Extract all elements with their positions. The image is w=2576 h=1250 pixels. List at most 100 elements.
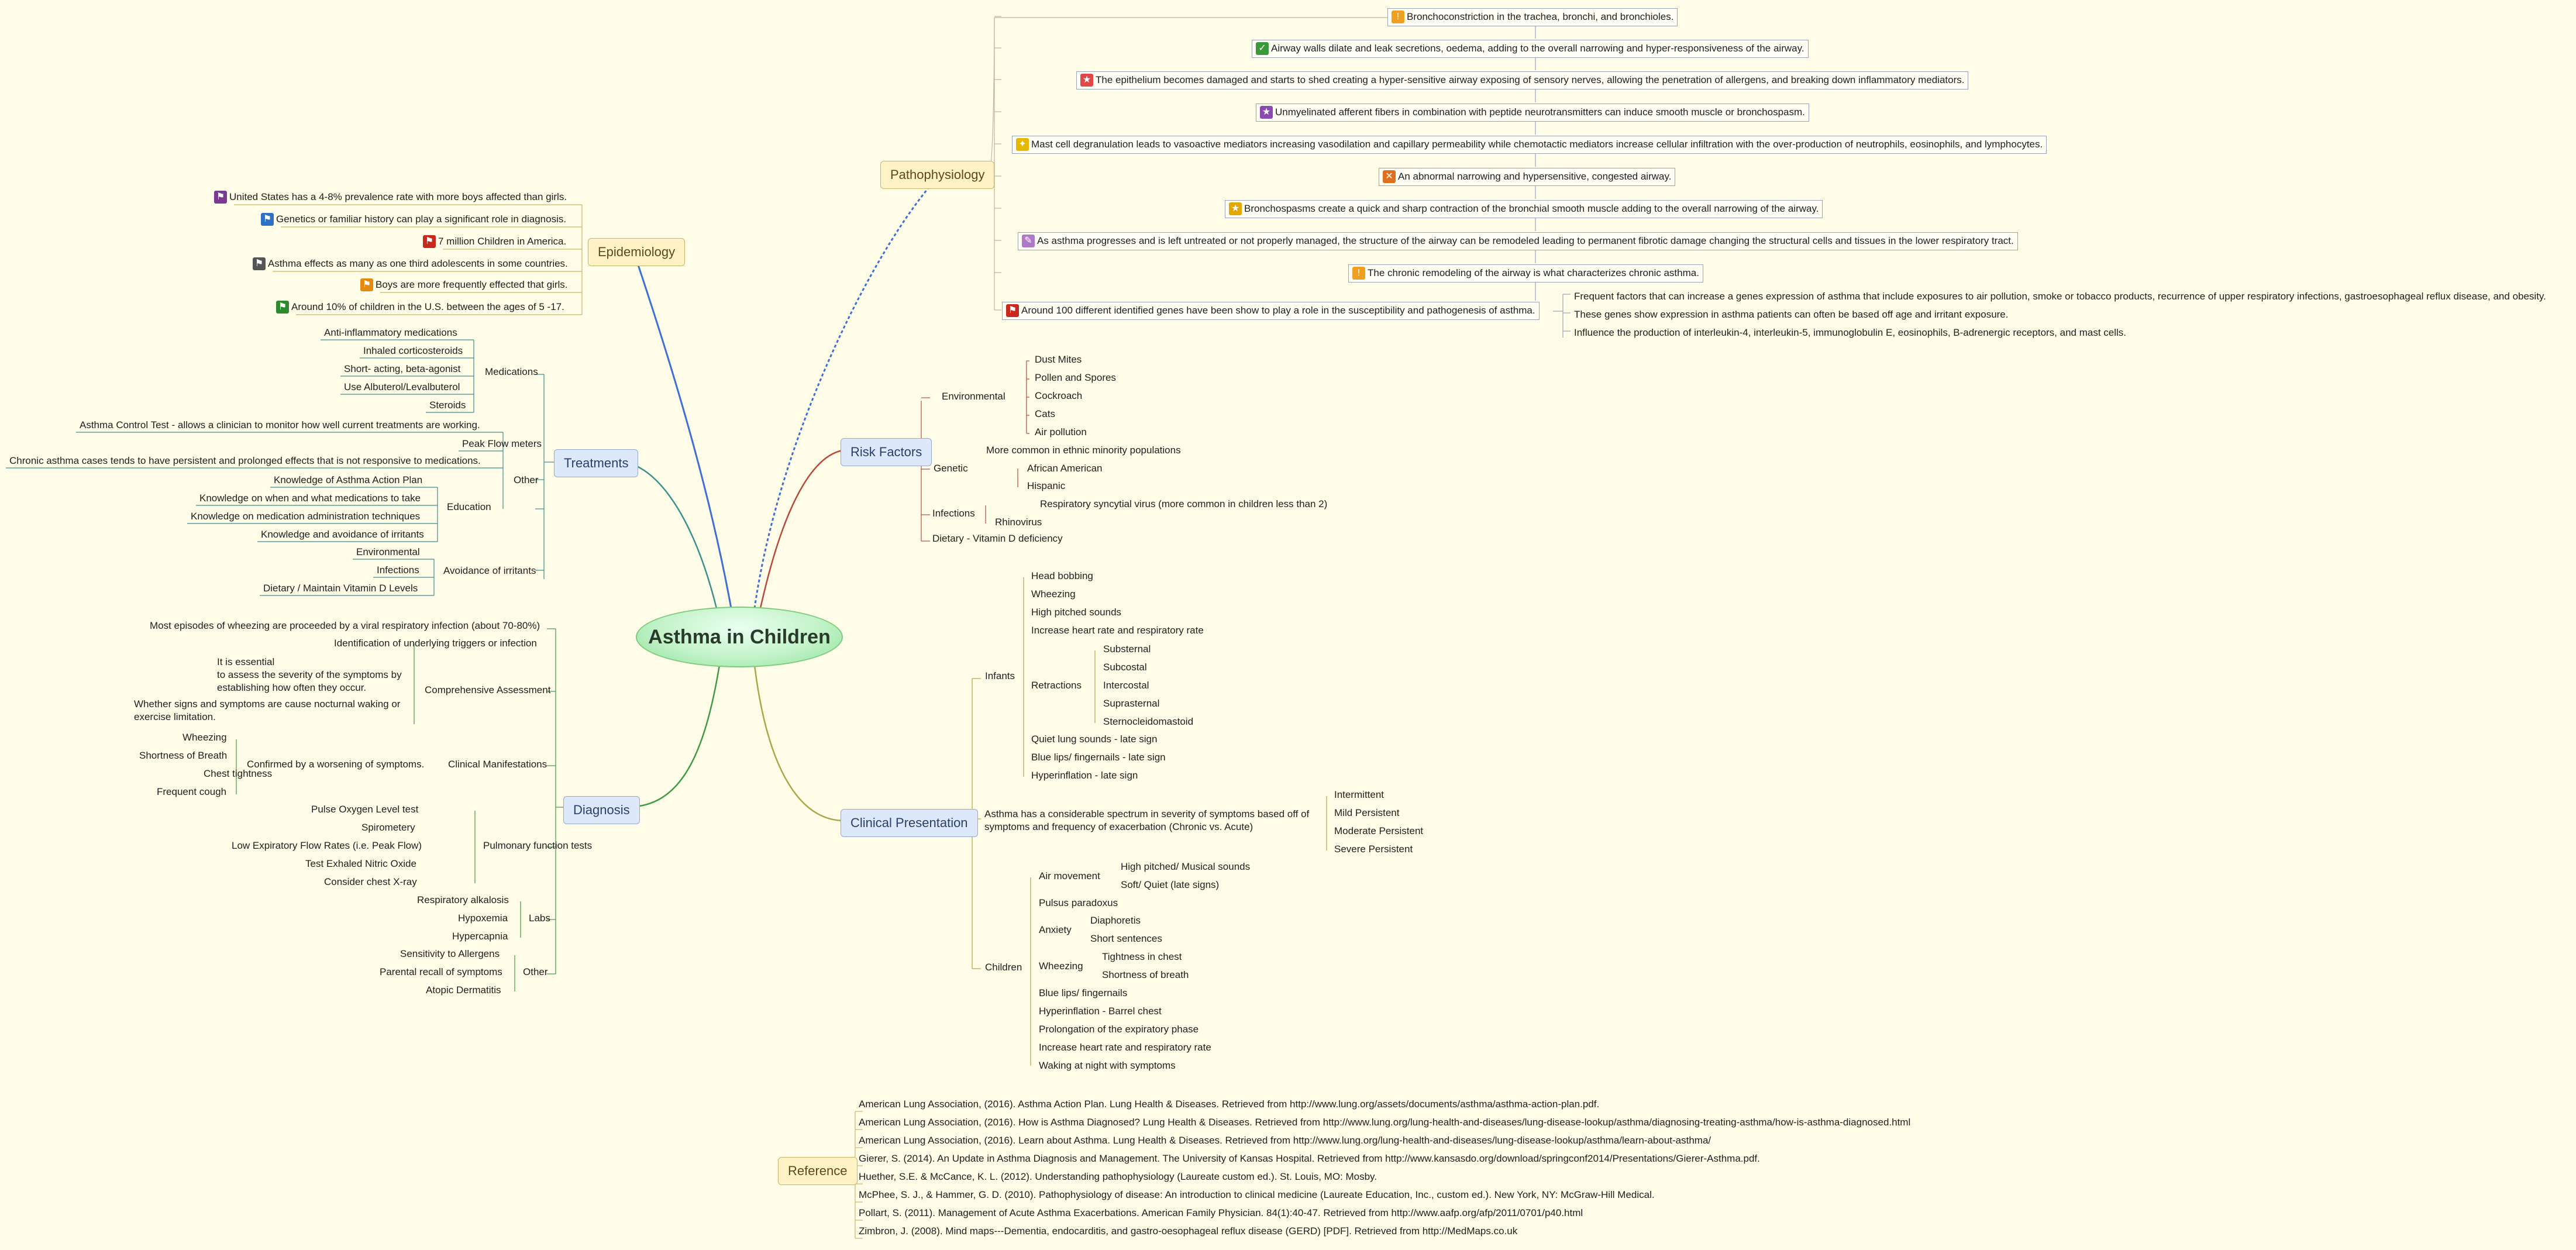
reference-item[interactable]: McPhee, S. J., & Hammer, G. D. (2010). P… — [855, 1187, 1658, 1203]
clinical-air-item[interactable]: High pitched/ Musical sounds — [1117, 859, 1253, 875]
risk-infections-item[interactable]: Respiratory syncytial virus (more common… — [1036, 496, 1331, 512]
treat-medications[interactable]: Medications — [481, 364, 542, 380]
treat-avoidance[interactable]: Avoidance of irritants — [440, 563, 539, 579]
clinical-late-sign[interactable]: Hyperinflation - late sign — [1028, 767, 1141, 784]
treat-education-item[interactable]: Knowledge of Asthma Action Plan — [270, 472, 426, 488]
pathophysiology-item[interactable]: ✕An abnormal narrowing and hypersensitiv… — [1379, 168, 1676, 186]
epidemiology-item[interactable]: ⚑Boys are more frequently effected that … — [357, 277, 571, 294]
clinical-wheezing[interactable]: Wheezing — [1035, 958, 1087, 974]
clinical-air-movement[interactable]: Air movement — [1035, 868, 1104, 884]
clinical-retraction-item[interactable]: Sternocleidomastoid — [1100, 714, 1197, 730]
risk-environmental-item[interactable]: Pollen and Spores — [1031, 370, 1120, 386]
clinical-retractions[interactable]: Retractions — [1028, 677, 1085, 694]
clinical-children-item[interactable]: Blue lips/ fingernails — [1035, 985, 1131, 1001]
risk-infections-item[interactable]: Rhinovirus — [991, 514, 1045, 531]
treat-medication-item[interactable]: Anti-inflammatory medications — [321, 325, 461, 341]
treat-medication-item[interactable]: Inhaled corticosteroids — [360, 343, 466, 359]
pathophysiology-item[interactable]: ★The epithelium becomes damaged and star… — [1076, 71, 1969, 89]
reference-item[interactable]: American Lung Association, (2016). How i… — [855, 1114, 1914, 1131]
topic-treatments[interactable]: Treatments — [554, 449, 639, 477]
clinical-late-sign[interactable]: Blue lips/ fingernails - late sign — [1028, 749, 1169, 766]
clinical-spectrum[interactable]: Asthma has a considerable spectrum in se… — [981, 806, 1326, 835]
clinical-retraction-item[interactable]: Suprasternal — [1100, 695, 1163, 712]
risk-environmental-item[interactable]: Dust Mites — [1031, 352, 1085, 368]
clinical-late-sign[interactable]: Quiet lung sounds - late sign — [1028, 731, 1160, 748]
treat-other-item[interactable]: Peak Flow meters — [459, 436, 545, 452]
topic-pathophysiology[interactable]: Pathophysiology — [880, 161, 995, 189]
diagnosis-manifest-item[interactable]: Wheezing — [179, 729, 230, 746]
clinical-children-item[interactable]: Prolongation of the expiratory phase — [1035, 1021, 1202, 1038]
risk-environmental-item[interactable]: Cats — [1031, 406, 1059, 422]
treat-medication-item[interactable]: Short- acting, beta-agonist — [340, 361, 464, 377]
reference-item[interactable]: Pollart, S. (2011). Management of Acute … — [855, 1205, 1586, 1221]
diagnosis-manifest-item[interactable]: Shortness of Breath — [136, 748, 230, 764]
reference-item[interactable]: American Lung Association, (2016). Asthm… — [855, 1096, 1603, 1113]
diagnosis-comprehensive-item[interactable]: Whether signs and symptoms are cause noc… — [130, 696, 411, 725]
clinical-severity[interactable]: Severe Persistent — [1331, 841, 1416, 858]
pathophysiology-item[interactable]: ✦Mast cell degranulation leads to vasoac… — [1012, 136, 2047, 154]
topic-risk-factors[interactable]: Risk Factors — [841, 438, 932, 466]
treat-other[interactable]: Other — [510, 472, 542, 488]
diagnosis-labs-item[interactable]: Respiratory alkalosis — [414, 892, 512, 908]
treat-avoidance-item[interactable]: Dietary / Maintain Vitamin D Levels — [260, 580, 421, 597]
treat-education-item[interactable]: Knowledge and avoidance of irritants — [257, 526, 428, 543]
diagnosis-labs[interactable]: Labs — [525, 910, 554, 927]
diagnosis-pulmonary-item[interactable]: Low Expiratory Flow Rates (i.e. Peak Flo… — [228, 838, 425, 854]
clinical-air-item[interactable]: Soft/ Quiet (late signs) — [1117, 877, 1222, 893]
epidemiology-item[interactable]: ⚑Genetics or familiar history can play a… — [257, 211, 570, 228]
gene-factor[interactable]: These genes show expression in asthma pa… — [1571, 307, 2012, 323]
clinical-anxiety[interactable]: Anxiety — [1035, 922, 1075, 938]
risk-dietary[interactable]: Dietary - Vitamin D deficiency — [929, 531, 1066, 547]
diagnosis-other-item[interactable]: Atopic Dermatitis — [422, 982, 504, 998]
treat-medication-item[interactable]: Steroids — [426, 397, 469, 414]
treat-medication-item[interactable]: Use Albuterol/Levalbuterol — [340, 379, 463, 395]
treat-education-item[interactable]: Knowledge on when and what medications t… — [196, 490, 424, 507]
diagnosis-labs-item[interactable]: Hypoxemia — [454, 910, 511, 927]
pathophysiology-item[interactable]: !Bronchoconstriction in the trachea, bro… — [1387, 8, 1678, 26]
risk-genetic-item[interactable]: More common in ethnic minority populatio… — [983, 442, 1184, 459]
diagnosis-confirmed[interactable]: Confirmed by a worsening of symptoms. — [243, 756, 428, 773]
pathophysiology-item[interactable]: ★Bronchospasms create a quick and sharp … — [1225, 200, 1823, 218]
gene-factor[interactable]: Influence the production of interleukin-… — [1571, 325, 2130, 341]
diagnosis-manifest-item[interactable]: Chest tightness — [200, 766, 275, 782]
diagnosis-pulmonary-item[interactable]: Spirometery — [358, 819, 419, 836]
diagnosis-item[interactable]: Most episodes of wheezing are proceeded … — [146, 618, 543, 634]
risk-genetic-item[interactable]: African American — [1024, 460, 1106, 477]
epidemiology-item[interactable]: ⚑Around 10% of children in the U.S. betw… — [273, 299, 568, 316]
diagnosis-manifestations[interactable]: Clinical Manifestations — [445, 756, 550, 773]
diagnosis-pulmonary-item[interactable]: Pulse Oxygen Level test — [308, 801, 422, 818]
diagnosis-comprehensive-item[interactable]: It is essential to assess the severity o… — [213, 654, 405, 696]
clinical-children-item[interactable]: Hyperinflation - Barrel chest — [1035, 1003, 1165, 1020]
reference-item[interactable]: Huether, S.E. & McCance, K. L. (2012). U… — [855, 1169, 1380, 1185]
clinical-pulsus[interactable]: Pulsus paradoxus — [1035, 895, 1121, 911]
clinical-infants-item[interactable]: Wheezing — [1028, 586, 1079, 602]
risk-environmental[interactable]: Environmental — [938, 388, 1009, 405]
diagnosis-manifest-item[interactable]: Frequent cough — [153, 784, 230, 800]
topic-epidemiology[interactable]: Epidemiology — [588, 238, 686, 266]
clinical-infants-item[interactable]: High pitched sounds — [1028, 604, 1125, 621]
clinical-children-item[interactable]: Waking at night with symptoms — [1035, 1058, 1179, 1074]
clinical-retraction-item[interactable]: Subcostal — [1100, 659, 1151, 676]
clinical-anxiety-item[interactable]: Short sentences — [1087, 931, 1166, 947]
treat-avoidance-item[interactable]: Infections — [373, 562, 423, 578]
clinical-retraction-item[interactable]: Substernal — [1100, 641, 1154, 657]
diagnosis-comprehensive-item[interactable]: Identification of underlying triggers or… — [330, 635, 540, 652]
treat-avoidance-item[interactable]: Environmental — [353, 544, 423, 560]
clinical-severity[interactable]: Mild Persistent — [1331, 805, 1403, 821]
diagnosis-other[interactable]: Other — [519, 964, 552, 980]
clinical-infants-item[interactable]: Head bobbing — [1028, 568, 1097, 584]
pathophysiology-item[interactable]: ⚑Around 100 different identified genes h… — [1002, 302, 1540, 320]
clinical-severity[interactable]: Moderate Persistent — [1331, 823, 1427, 839]
epidemiology-item[interactable]: ⚑Asthma effects as many as one third ado… — [249, 256, 571, 273]
diagnosis-pulmonary[interactable]: Pulmonary function tests — [480, 838, 595, 854]
risk-genetic-item[interactable]: Hispanic — [1024, 478, 1069, 494]
clinical-anxiety-item[interactable]: Diaphoretis — [1087, 912, 1144, 929]
risk-infections[interactable]: Infections — [929, 505, 979, 522]
diagnosis-labs-item[interactable]: Hypercapnia — [449, 928, 511, 945]
diagnosis-pulmonary-item[interactable]: Test Exhaled Nitric Oxide — [302, 856, 420, 872]
reference-item[interactable]: Gierer, S. (2014). An Update in Asthma D… — [855, 1151, 1764, 1167]
treat-education-item[interactable]: Knowledge on medication administration t… — [187, 508, 423, 525]
clinical-severity[interactable]: Intermittent — [1331, 787, 1387, 803]
treat-education[interactable]: Education — [443, 499, 495, 515]
gene-factor[interactable]: Frequent factors that can increase a gen… — [1571, 288, 2550, 305]
